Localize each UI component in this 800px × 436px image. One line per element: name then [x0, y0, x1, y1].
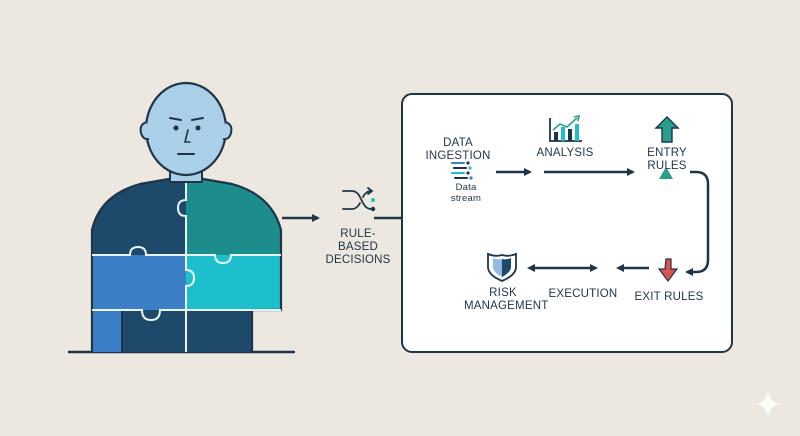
shield-icon: [487, 252, 517, 282]
user-figure-icon: [68, 81, 295, 354]
arrow-down-icon: [657, 258, 679, 282]
data-stream-label: Data stream: [450, 182, 482, 204]
shuffle-icon: [342, 187, 376, 212]
nose: [183, 129, 191, 143]
rule-based-decisions-label: RULE-BASED DECISIONS: [325, 228, 391, 266]
puzzle-piece-torso-low: [92, 310, 122, 352]
triangle-up-icon: [659, 167, 673, 179]
bar-chart-icon: [549, 114, 582, 142]
analysis-label: ANALYSIS: [536, 147, 594, 159]
connector-entry-to-exit: [685, 170, 710, 276]
eye-left: [173, 125, 179, 131]
data-ingestion-label: DATA INGESTION: [425, 137, 491, 162]
brow-left: [169, 117, 182, 121]
puzzle-seam-vertical: [176, 176, 196, 352]
head: [144, 81, 228, 177]
puzzle-piece-navy: [92, 176, 186, 255]
risk-management-label: RISK MANAGEMENT: [464, 287, 549, 312]
puzzle-seam-horizontal-2: [92, 309, 281, 322]
arrow-up-icon: [654, 116, 680, 143]
sparkle-icon: [757, 391, 779, 417]
data-stream-icon: [451, 161, 473, 180]
exit-rules-label: EXIT RULES: [634, 291, 704, 303]
puzzle-piece-teal: [186, 176, 281, 255]
puzzle-piece-blue: [92, 255, 186, 310]
ear-left: [139, 121, 150, 141]
eye-right: [195, 125, 201, 131]
puzzle-piece-cyan: [186, 255, 281, 310]
puzzle-seam-horizontal-1: [92, 245, 281, 265]
entry-rules-label: ENTRY RULES: [647, 147, 687, 172]
ear-right: [222, 121, 233, 141]
execution-label: EXECUTION: [548, 288, 618, 300]
brow-right: [191, 117, 204, 121]
body-outline: [90, 174, 283, 352]
process-panel: [401, 93, 733, 353]
